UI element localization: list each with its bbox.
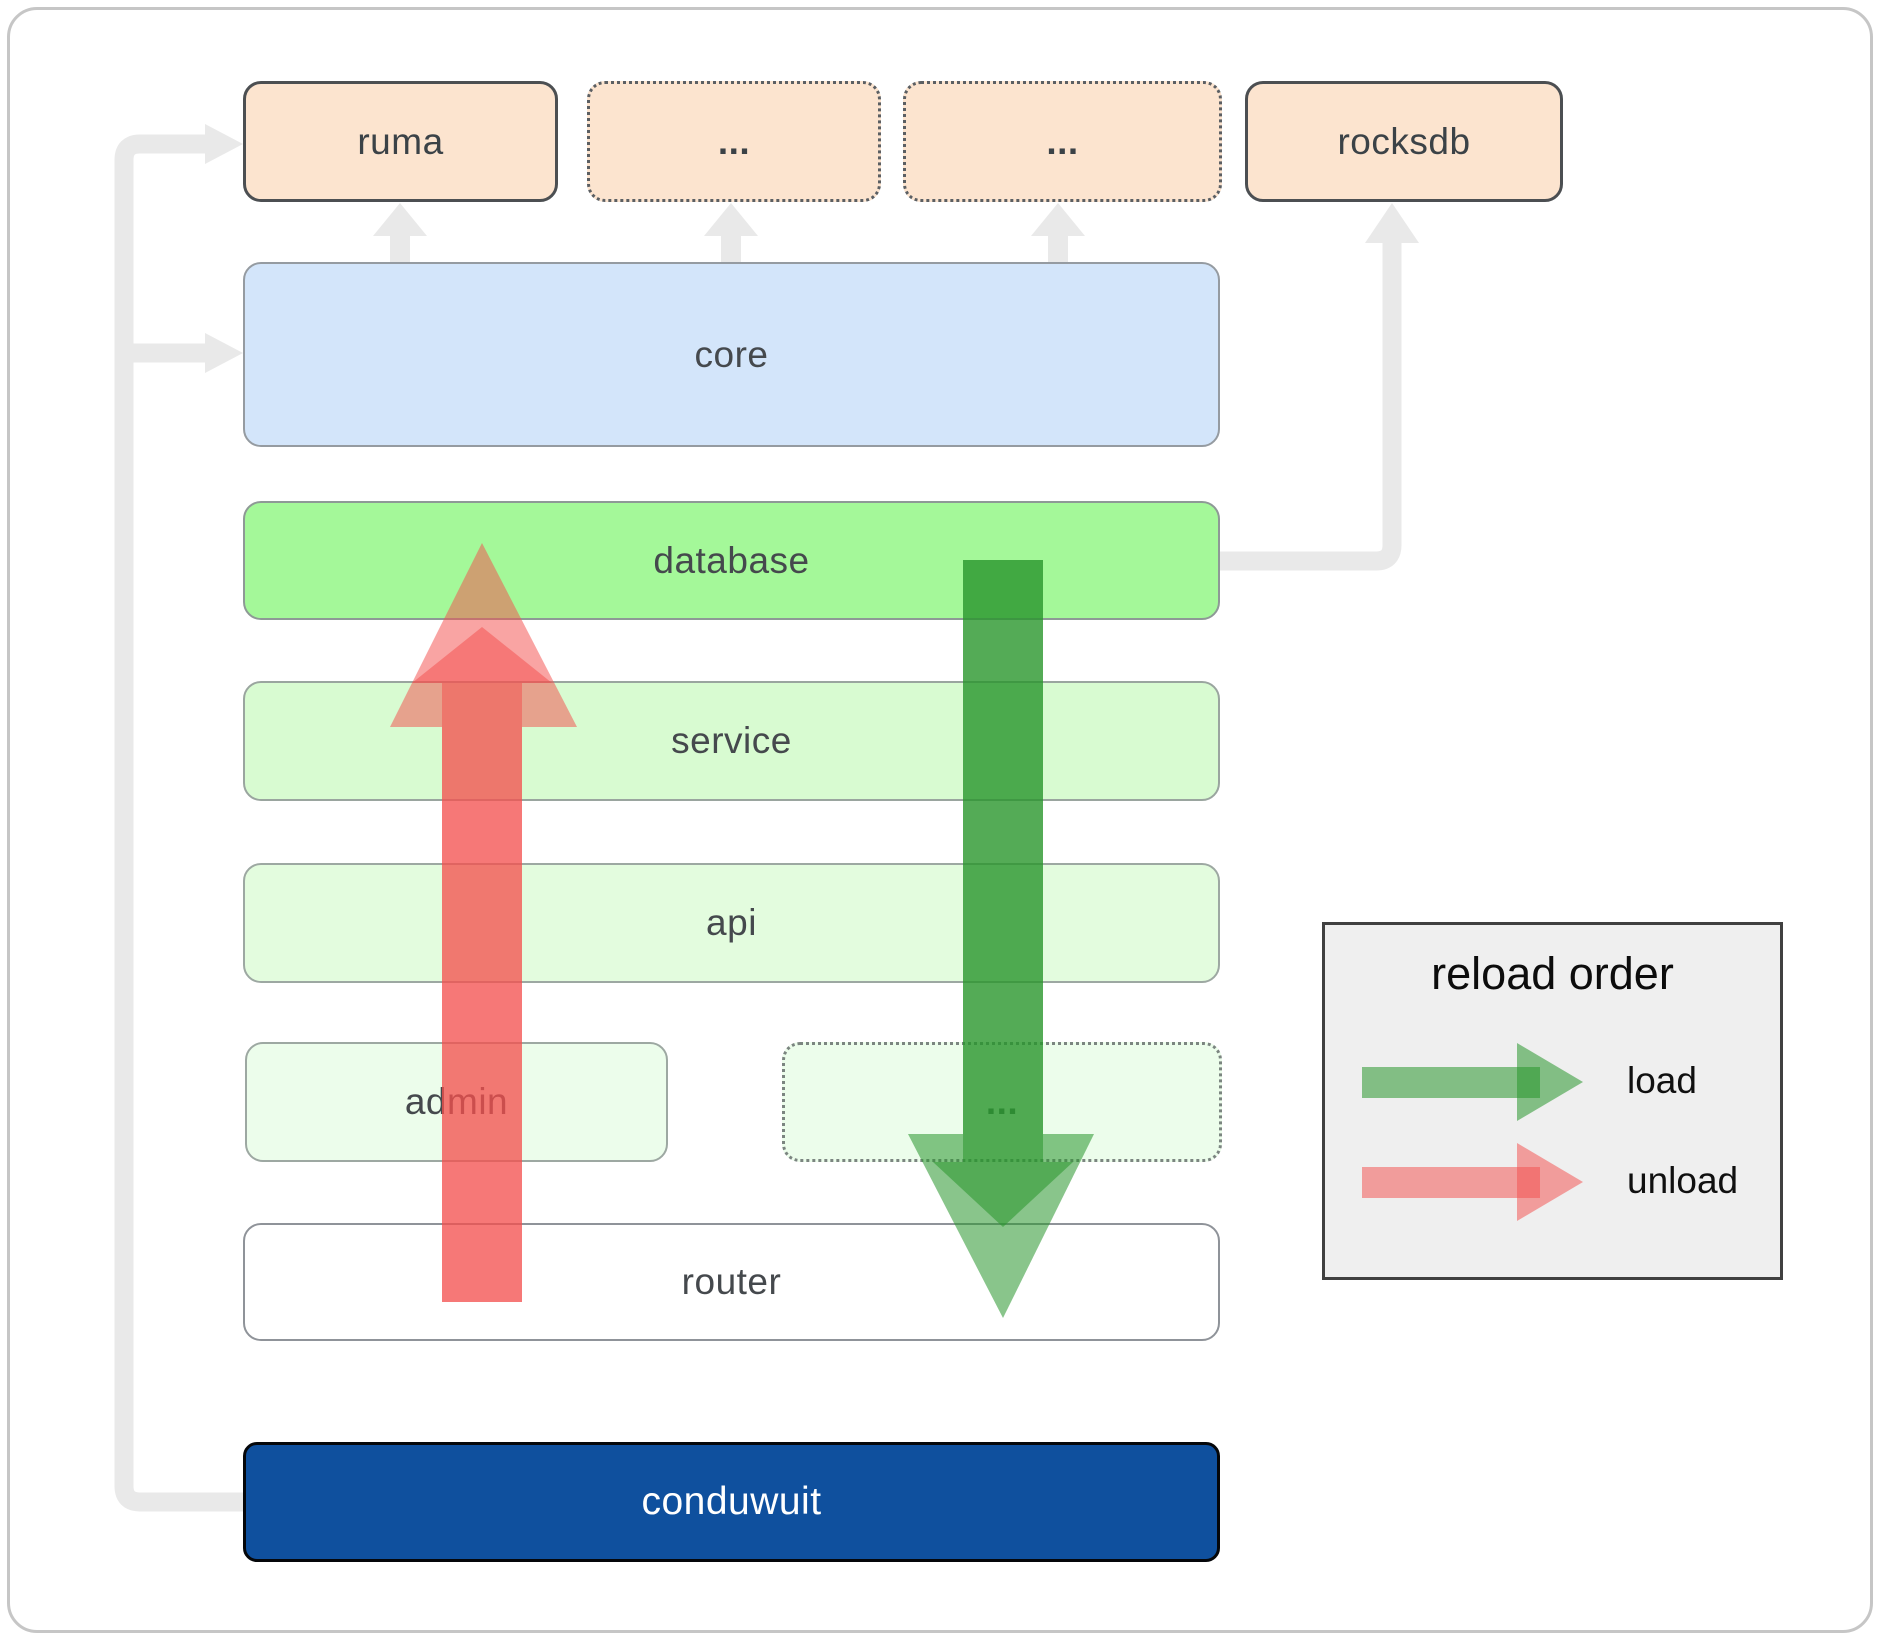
- box-ext-top-1-label: ...: [717, 120, 751, 162]
- box-rocksdb: rocksdb: [1245, 81, 1563, 202]
- legend-title: reload order: [1431, 948, 1674, 999]
- box-core: core: [243, 262, 1220, 447]
- box-admin-label: admin: [404, 1081, 509, 1122]
- legend-load-label: load: [1627, 1060, 1697, 1101]
- box-ruma: ruma: [243, 81, 558, 202]
- box-ext-top-2: ...: [903, 81, 1222, 202]
- box-ext-top-2-label: ...: [1046, 120, 1079, 162]
- box-router-label: router: [681, 1261, 782, 1302]
- box-conduwuit: conduwuit: [243, 1442, 1220, 1562]
- box-rocksdb-label: rocksdb: [1337, 120, 1471, 162]
- box-service: service: [243, 681, 1220, 801]
- box-database: database: [243, 501, 1220, 620]
- box-conduwuit-label: conduwuit: [641, 1480, 822, 1523]
- box-service-label: service: [671, 720, 792, 761]
- box-core-label: core: [694, 333, 769, 375]
- outer-frame: [7, 7, 1873, 1633]
- box-api-label: api: [706, 902, 757, 943]
- box-api: api: [243, 863, 1220, 983]
- box-ext-top-1: ...: [587, 81, 881, 202]
- box-database-label: database: [653, 539, 810, 581]
- box-admin: admin: [245, 1042, 668, 1162]
- legend-unload-label: unload: [1627, 1160, 1739, 1201]
- box-router: router: [243, 1223, 1220, 1341]
- box-ext-mid-label: ...: [985, 1081, 1019, 1122]
- box-ext-mid: ...: [782, 1042, 1222, 1162]
- box-ruma-label: ruma: [357, 120, 444, 162]
